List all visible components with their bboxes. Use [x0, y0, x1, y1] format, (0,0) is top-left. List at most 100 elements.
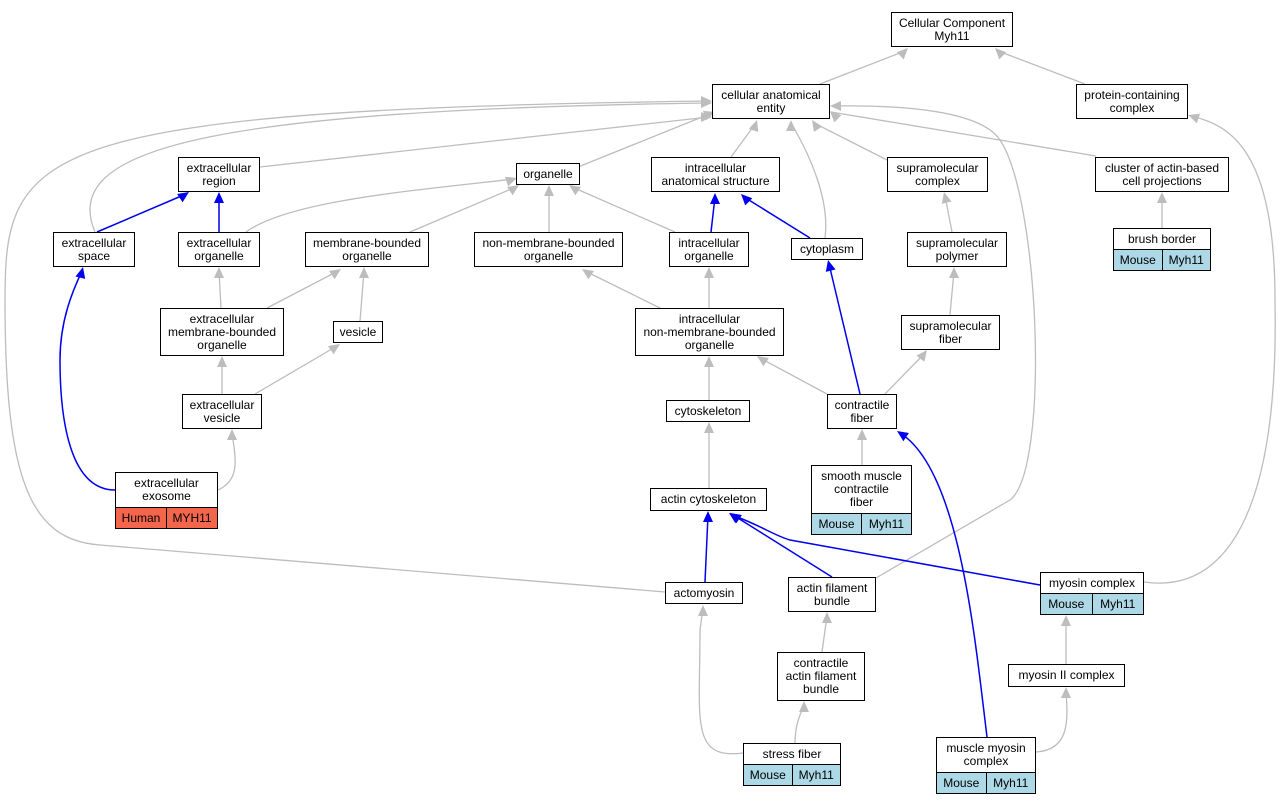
node-label: smooth muscle contractile fiber — [821, 469, 902, 509]
node-label: extracellular vesicle — [189, 397, 255, 425]
arrowhead-mmc-to-cf — [897, 431, 909, 442]
edge-smc-to-cae — [813, 122, 888, 161]
node-label: extracellular membrane-bounded organelle — [167, 311, 277, 352]
node-cytoplasm[interactable]: cytoplasm — [791, 238, 863, 260]
arrowhead-cae-to-root — [896, 48, 908, 60]
arrowhead-smc-to-cae — [812, 120, 823, 132]
node-brush-border[interactable]: brush border Mouse Myh11 — [1113, 228, 1211, 271]
arrowhead-cabp-to-cae — [830, 111, 842, 123]
node-label: supramolecular complex — [896, 160, 979, 188]
arrowhead-m2c-to-mc — [1061, 615, 1071, 626]
edge-exo-to-ecv — [217, 432, 236, 491]
node-organelle[interactable]: organelle — [516, 163, 580, 185]
arrowhead-cyto-to-cae — [786, 120, 796, 131]
node-label: extracellular exosome — [134, 476, 199, 503]
node-myosin-complex[interactable]: myosin complex Mouse Myh11 — [1040, 572, 1144, 615]
node-extracellular-space[interactable]: extracellular space — [53, 232, 135, 267]
node-smooth-muscle-contractile-fiber[interactable]: smooth muscle contractile fiber Mouse My… — [811, 465, 912, 535]
edge-ecv-to-ves — [254, 345, 338, 395]
annotation-tags: Mouse Myh11 — [937, 772, 1035, 793]
edge-pcc-to-root — [997, 50, 1086, 85]
node-contractile-fiber[interactable]: contractile fiber — [827, 394, 897, 429]
node-label: myosin II complex — [1018, 668, 1115, 682]
arrowhead-smp-to-smc — [941, 192, 952, 204]
node-cytoskeleton[interactable]: cytoskeleton — [666, 400, 750, 422]
gene-tag: Myh11 — [861, 514, 911, 534]
node-label: extracellular space — [61, 235, 127, 263]
edge-smf-to-smp — [949, 270, 955, 316]
gene-tag: Myh11 — [1161, 250, 1210, 270]
node-contractile-actin-filament-bundle[interactable]: contractile actin filament bundle — [777, 652, 865, 701]
arrowhead-nmbo-to-org — [544, 185, 554, 196]
arrowhead-mc-to-pcc — [1188, 113, 1201, 124]
annotation-tags: Mouse Myh11 — [1041, 593, 1143, 614]
node-stress-fiber[interactable]: stress fiber Mouse Myh11 — [743, 743, 841, 786]
arrowhead-embo-to-eco — [214, 267, 224, 278]
arrowhead-inmbo-to-nmbo — [582, 269, 594, 280]
node-extracellular-organelle[interactable]: extracellular organelle — [178, 232, 260, 267]
node-actin-filament-bundle[interactable]: actin filament bundle — [788, 577, 876, 612]
node-muscle-myosin-complex[interactable]: muscle myosin complex Mouse Myh11 — [936, 737, 1036, 794]
node-label: non-membrane-bounded organelle — [482, 235, 615, 263]
edge-inmbo-to-nmbo — [584, 270, 661, 309]
arrowhead-exo-to-ecv — [227, 429, 237, 440]
edge-ecs-to-cae — [89, 102, 710, 233]
species-tag: Mouse — [744, 765, 792, 785]
node-protein-containing-complex[interactable]: protein-containing complex — [1076, 84, 1188, 119]
node-cellular-component-root[interactable]: Cellular Component Myh11 — [891, 12, 1013, 47]
node-extracellular-vesicle[interactable]: extracellular vesicle — [182, 394, 262, 429]
node-label: contractile actin filament bundle — [785, 656, 857, 696]
edge-mbo-to-org — [409, 186, 517, 233]
node-label: actomyosin — [673, 585, 735, 600]
node-cellular-anatomical-entity[interactable]: cellular anatomical entity — [712, 84, 830, 119]
arrowhead-ecv-to-ves — [328, 344, 340, 355]
node-intracellular-organelle[interactable]: intracellular organelle — [669, 232, 749, 267]
species-tag: Mouse — [812, 514, 861, 534]
arrowhead-eco-to-ecr — [214, 192, 224, 203]
annotation-tags: Mouse Myh11 — [744, 764, 840, 785]
node-supramolecular-polymer[interactable]: supramolecular polymer — [907, 232, 1007, 267]
edge-ico-to-org — [571, 186, 676, 233]
node-supramolecular-complex[interactable]: supramolecular complex — [887, 157, 988, 192]
edge-cae-to-root — [819, 50, 906, 85]
species-tag: Mouse — [937, 773, 986, 793]
node-non-membrane-bounded-organelle[interactable]: non-membrane-bounded organelle — [474, 232, 623, 267]
species-tag: Mouse — [1114, 250, 1162, 270]
node-label: Cellular Component Myh11 — [898, 15, 1006, 43]
arrowhead-smf-to-smp — [949, 267, 959, 278]
node-membrane-bounded-organelle[interactable]: membrane-bounded organelle — [305, 232, 429, 267]
edge-cf-to-smf — [884, 353, 925, 395]
edge-mc-to-acsk — [731, 514, 1041, 586]
node-label: actin cytoskeleton — [660, 492, 757, 506]
node-actomyosin[interactable]: actomyosin — [665, 582, 743, 604]
arrowhead-mbo-to-org — [507, 185, 519, 196]
node-extracellular-membrane-bounded-organelle[interactable]: extracellular membrane-bounded organelle — [160, 308, 284, 356]
node-supramolecular-fiber[interactable]: supramolecular fiber — [901, 315, 1000, 350]
node-intracellular-non-membrane-bounded-organelle[interactable]: intracellular non-membrane-bounded organ… — [635, 308, 784, 356]
gene-tag: Myh11 — [985, 773, 1035, 793]
node-vesicle[interactable]: vesicle — [333, 321, 383, 343]
node-extracellular-exosome[interactable]: extracellular exosome Human MYH11 — [115, 472, 218, 529]
arrowhead-ico-to-ias — [710, 193, 720, 204]
edge-ecs-to-ecr — [96, 193, 187, 233]
node-label: intracellular non-membrane-bounded organ… — [643, 311, 776, 352]
node-actin-cytoskeleton[interactable]: actin cytoskeleton — [650, 488, 767, 511]
node-extracellular-region[interactable]: extracellular region — [178, 157, 260, 192]
edge-afb-to-cae — [832, 105, 1037, 579]
node-label: protein-containing complex — [1084, 87, 1180, 115]
arrowhead-ecv-to-embo — [217, 356, 227, 367]
node-myosin-ii-complex[interactable]: myosin II complex — [1008, 664, 1125, 687]
arrowhead-cf-to-inmbo — [757, 356, 769, 367]
node-label: extracellular organelle — [186, 235, 252, 263]
annotation-tags: Mouse Myh11 — [1114, 249, 1210, 270]
node-label: extracellular region — [186, 160, 252, 188]
node-intracellular-anatomical-structure[interactable]: intracellular anatomical structure — [651, 157, 780, 192]
node-label: cluster of actin-based cell projections — [1104, 160, 1220, 188]
node-cluster-of-actin-based-cell-projections[interactable]: cluster of actin-based cell projections — [1095, 157, 1229, 192]
node-label: brush border — [1127, 231, 1197, 246]
species-tag: Human — [116, 508, 166, 528]
arrowhead-bb-to-cabp — [1157, 192, 1167, 203]
node-label: intracellular organelle — [678, 235, 740, 263]
